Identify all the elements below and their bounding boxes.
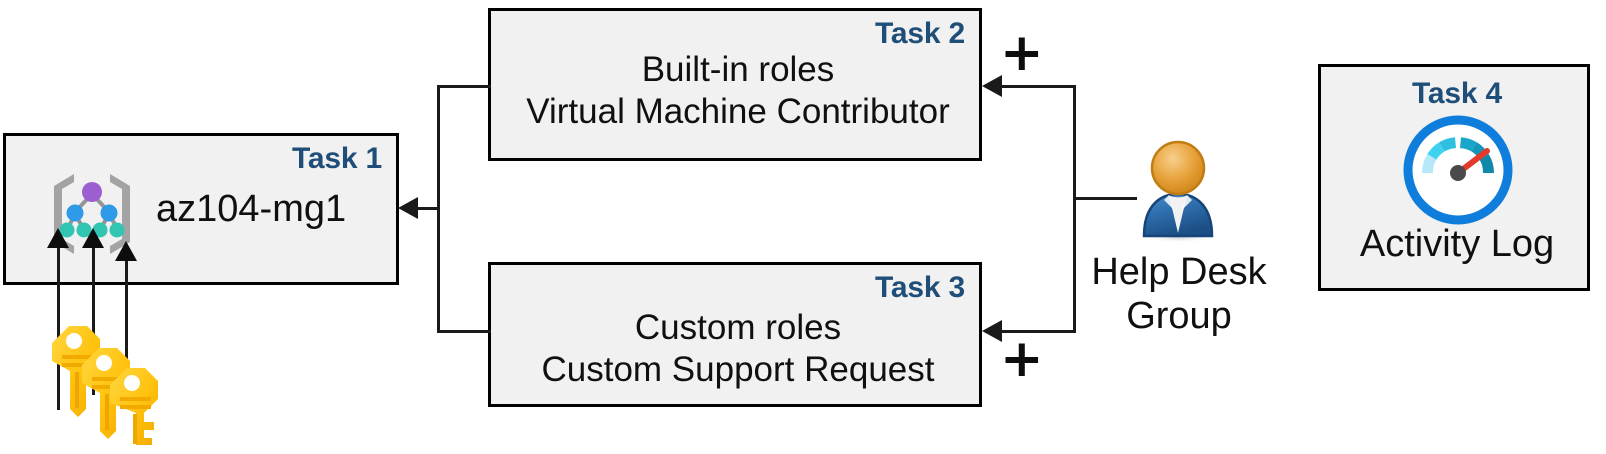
gauge-icon	[1403, 115, 1513, 225]
key-connector-line-2	[92, 245, 95, 395]
task-3-label: Task 3	[875, 271, 965, 304]
task-2-plus-sign: +	[1000, 23, 1044, 83]
fork-branch-bottom	[437, 330, 491, 333]
task-2-line2: Virtual Machine Contributor	[526, 92, 950, 131]
task-2-text: Built-in roles Virtual Machine Contribut…	[491, 49, 985, 133]
key-connector-line-1	[57, 245, 60, 410]
task-4-box[interactable]: Task 4 Activity Log	[1318, 64, 1590, 291]
key-arrowhead-2	[82, 228, 104, 248]
helpdesk-to-task3-line	[1002, 330, 1076, 333]
task-3-text: Custom roles Custom Support Request	[491, 307, 985, 391]
helpdesk-to-task2-line	[1002, 85, 1076, 88]
helpdesk-line2: Group	[1126, 295, 1232, 337]
key-connector-line-3	[125, 258, 128, 393]
task-2-box[interactable]: Task 2 Built-in roles Virtual Machine Co…	[488, 8, 982, 161]
task-3-line1: Custom roles	[634, 308, 842, 347]
fork-to-task1-line	[418, 207, 440, 210]
task-2-line1: Built-in roles	[641, 50, 835, 89]
fork-to-task1-arrowhead	[398, 197, 418, 219]
task-1-label: Task 1	[292, 142, 382, 175]
task-3-line2: Custom Support Request	[541, 350, 935, 389]
helpdesk-to-task2-arrowhead	[982, 75, 1002, 97]
task-1-title: az104-mg1	[156, 188, 347, 230]
key-arrowhead-1	[47, 228, 69, 248]
helpdesk-to-task3-arrowhead	[982, 320, 1002, 342]
helpdesk-caption: Help Desk Group	[1063, 250, 1295, 338]
task-4-caption: Activity Log	[1359, 223, 1555, 265]
task-3-box[interactable]: Task 3 Custom roles Custom Support Reque…	[488, 262, 982, 407]
task-3-plus-sign: +	[1000, 329, 1044, 389]
helpdesk-stub-line	[1073, 197, 1137, 200]
user-group-icon	[1136, 138, 1220, 243]
helpdesk-line1: Help Desk	[1091, 251, 1267, 293]
key-arrowhead-3	[115, 241, 137, 261]
keys-icon	[38, 310, 168, 449]
task-2-label: Task 2	[875, 17, 965, 50]
task-4-label: Task 4	[1412, 77, 1502, 110]
fork-branch-top	[437, 85, 491, 88]
helpdesk-vertical-line	[1073, 85, 1076, 333]
